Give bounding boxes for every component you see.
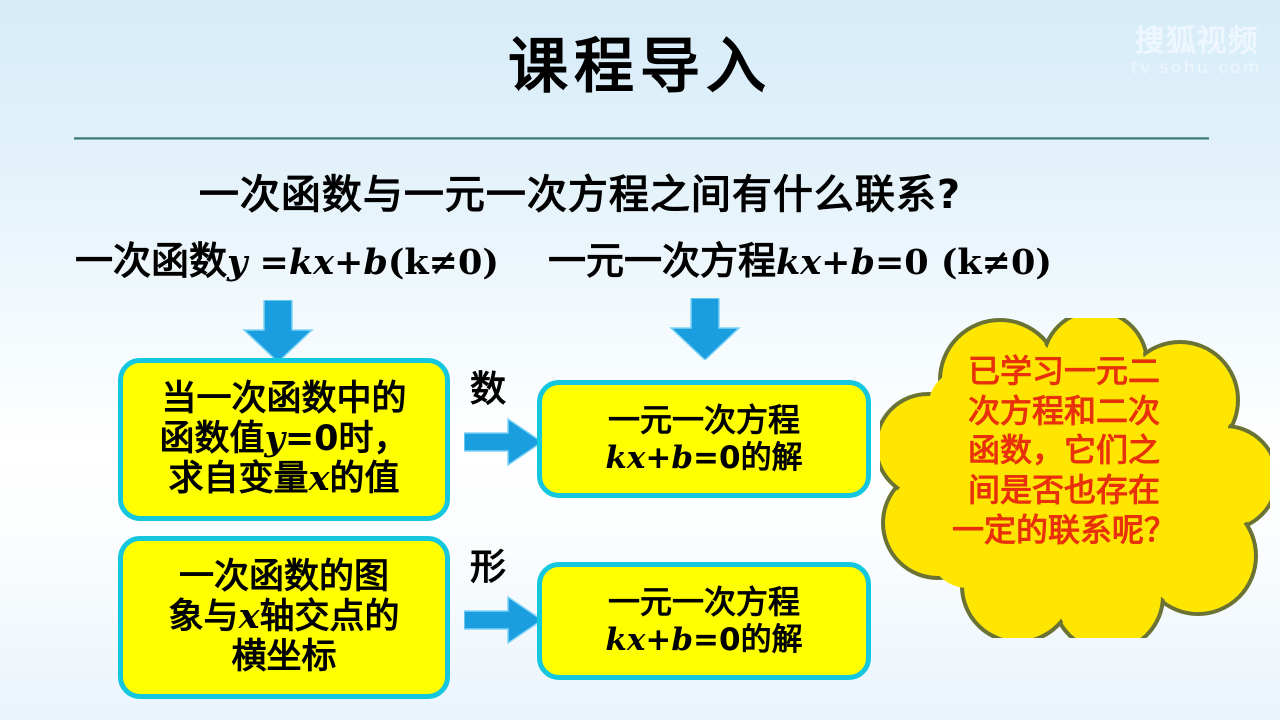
cloud-line-5: 一定的联系呢？ (951, 510, 1176, 549)
label-xing: 形 (470, 547, 507, 588)
box-left-top-line3: 求自变量x的值 (168, 458, 400, 500)
formula-left-label: 一次函数 (75, 239, 228, 283)
label-shu: 数 (470, 369, 507, 410)
down-arrow-right (669, 298, 741, 360)
box-graph-x-intercept: 一次函数的图 象与x轴交点的 横坐标 (118, 536, 450, 699)
box-left-top-line2: 函数值y=0时， (159, 417, 409, 459)
formula-linear-function: 一次函数y =kx+b(k≠0) (75, 242, 499, 280)
cloud-line-3: 函数，它们之 (967, 431, 1160, 470)
formula-left-expression: y =kx+b(k≠0) (227, 242, 499, 283)
box-left-top-line1: 当一次函数中的 (161, 378, 407, 419)
box-right-top-line2: kx+b=0的解 (605, 439, 803, 476)
right-arrow-xing (464, 595, 544, 645)
right-arrow-shu (464, 417, 544, 467)
thought-cloud-bubble (880, 318, 1270, 638)
formula-right-expression: kx+b=0 (k≠0) (776, 242, 1052, 283)
formula-row: 一次函数y =kx+b(k≠0) 一元一次方程kx+b=0 (k≠0) (0, 240, 1280, 296)
cloud-line-2: 次方程和二次 (967, 391, 1160, 430)
formula-right-label: 一元一次方程 (548, 239, 777, 283)
cloud-question-text: 已学习一元二 次方程和二次 函数，它们之 间是否也存在 一定的联系呢？ (908, 352, 1220, 550)
cloud-line-4: 间是否也存在 (967, 471, 1160, 510)
box-left-bottom-line2: 象与x轴交点的 (168, 596, 400, 638)
formula-linear-equation: 一元一次方程kx+b=0 (k≠0) (548, 242, 1052, 280)
box-left-bottom-line3: 横坐标 (231, 636, 337, 677)
box-right-bottom-line1: 一元一次方程 (607, 582, 800, 621)
box-left-bottom-line1: 一次函数的图 (178, 557, 389, 598)
variable-y: y (264, 417, 285, 459)
box-equation-solution-bottom: 一元一次方程 kx+b=0的解 (537, 562, 871, 680)
box-function-value-zero: 当一次函数中的 函数值y=0时， 求自变量x的值 (118, 358, 450, 521)
down-arrow-left (242, 300, 314, 362)
variable-x: x (308, 458, 330, 500)
box-right-bottom-line2: kx+b=0的解 (605, 621, 803, 658)
box-equation-solution-top: 一元一次方程 kx+b=0的解 (537, 380, 871, 498)
box-right-top-line1: 一元一次方程 (607, 400, 800, 439)
cloud-line-1: 已学习一元二 (967, 352, 1160, 390)
page-title: 课程导入 (508, 32, 772, 102)
variable-x: x (238, 596, 260, 638)
title-divider (74, 137, 1209, 140)
subtitle-question: 一次函数与一元一次方程之间有什么联系? (198, 172, 962, 218)
